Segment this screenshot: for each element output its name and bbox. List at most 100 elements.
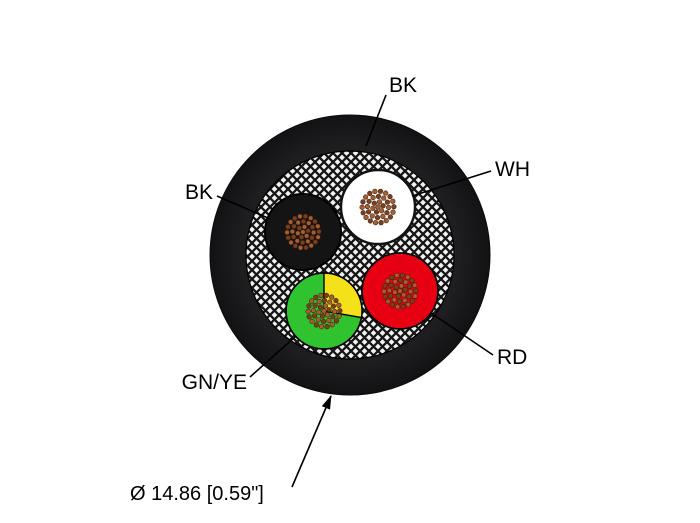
copper-strand bbox=[381, 195, 387, 201]
label-jacket-bk: BK bbox=[389, 74, 417, 97]
copper-strand bbox=[306, 220, 312, 226]
copper-strand bbox=[336, 302, 342, 308]
copper-strand bbox=[294, 238, 300, 244]
copper-strand bbox=[384, 210, 390, 216]
copper-strand bbox=[301, 224, 308, 230]
copper-strand bbox=[309, 298, 315, 304]
copper-strand bbox=[309, 224, 316, 230]
copper-strand bbox=[398, 283, 405, 289]
copper-strand bbox=[329, 294, 335, 300]
label-wh: WH bbox=[495, 158, 530, 181]
conductor-black bbox=[264, 193, 342, 271]
copper-strand bbox=[305, 238, 311, 245]
copper-strand bbox=[304, 233, 310, 239]
copper-strand bbox=[285, 235, 291, 241]
copper-strand bbox=[298, 234, 305, 240]
copper-strand bbox=[326, 317, 332, 324]
copper-strand bbox=[372, 220, 379, 226]
conductor-gnye-strands bbox=[305, 292, 343, 330]
copper-strand bbox=[300, 229, 306, 235]
conductor-red bbox=[361, 252, 439, 330]
copper-strand bbox=[363, 194, 369, 200]
copper-strand bbox=[376, 199, 383, 205]
conductor-black-strands bbox=[284, 213, 322, 251]
copper-strand bbox=[299, 239, 306, 246]
conductor-green-yellow bbox=[285, 272, 363, 350]
copper-strand bbox=[333, 297, 339, 304]
copper-strand bbox=[390, 198, 396, 204]
copper-strand bbox=[310, 307, 317, 314]
copper-strand bbox=[401, 292, 407, 298]
copper-strand bbox=[390, 209, 396, 215]
copper-strand bbox=[289, 228, 296, 235]
leader-gnye bbox=[249, 335, 297, 378]
copper-strand bbox=[330, 303, 337, 309]
copper-strand bbox=[312, 218, 318, 225]
copper-strand bbox=[402, 287, 408, 293]
copper-strand bbox=[373, 209, 380, 215]
copper-strand bbox=[337, 308, 343, 314]
copper-strand bbox=[322, 303, 329, 309]
copper-strand bbox=[288, 219, 294, 225]
copper-strand bbox=[387, 193, 393, 200]
copper-strand bbox=[367, 190, 373, 196]
copper-strand bbox=[383, 218, 389, 224]
copper-strand bbox=[363, 214, 369, 221]
copper-strand bbox=[396, 298, 403, 305]
copper-strand bbox=[325, 312, 331, 318]
copper-strand bbox=[380, 203, 386, 209]
copper-strand bbox=[364, 203, 371, 210]
copper-strand bbox=[367, 218, 373, 224]
copper-strand bbox=[393, 284, 399, 290]
copper-strand bbox=[297, 245, 304, 251]
copper-strand bbox=[412, 293, 418, 299]
copper-strand bbox=[413, 288, 419, 294]
copper-strand bbox=[306, 314, 312, 320]
copper-strand bbox=[394, 272, 400, 279]
copper-strand bbox=[313, 322, 319, 328]
copper-strand bbox=[295, 230, 301, 236]
copper-strand bbox=[389, 274, 395, 280]
copper-strand bbox=[323, 292, 330, 298]
copper-strand bbox=[309, 318, 315, 325]
copper-strand bbox=[409, 298, 415, 304]
copper-strand bbox=[392, 278, 398, 285]
copper-strand bbox=[291, 223, 297, 229]
copper-strand bbox=[407, 288, 414, 295]
copper-strand bbox=[391, 204, 397, 210]
copper-strand bbox=[389, 302, 395, 308]
copper-strand bbox=[312, 239, 318, 245]
copper-strand bbox=[330, 314, 336, 320]
copper-strand bbox=[366, 198, 372, 204]
copper-strand bbox=[285, 224, 291, 230]
copper-strand bbox=[406, 283, 413, 289]
copper-strand bbox=[382, 283, 388, 289]
copper-strand bbox=[316, 229, 322, 235]
copper-strand bbox=[405, 274, 411, 280]
dimension-text: Ø 14.86 [0.59"] bbox=[130, 483, 264, 505]
copper-strand bbox=[292, 215, 298, 221]
copper-strand bbox=[317, 304, 323, 310]
copper-strand bbox=[402, 297, 408, 304]
copper-strand bbox=[380, 213, 386, 220]
copper-strand bbox=[324, 324, 330, 330]
copper-strand bbox=[306, 303, 312, 309]
copper-strand bbox=[315, 317, 321, 323]
copper-strand bbox=[319, 313, 326, 319]
copper-strand bbox=[308, 215, 314, 221]
copper-strand bbox=[297, 213, 303, 219]
copper-strand bbox=[312, 302, 318, 308]
copper-strand bbox=[321, 297, 328, 304]
copper-strand bbox=[377, 188, 384, 194]
copper-strand bbox=[385, 204, 392, 211]
copper-strand bbox=[397, 288, 403, 294]
copper-strand bbox=[284, 229, 290, 235]
copper-strand bbox=[311, 313, 318, 319]
copper-strand bbox=[375, 193, 382, 200]
copper-strand bbox=[383, 190, 389, 196]
copper-strand bbox=[406, 294, 412, 300]
copper-strand bbox=[387, 214, 393, 220]
conductor-white bbox=[339, 168, 417, 246]
